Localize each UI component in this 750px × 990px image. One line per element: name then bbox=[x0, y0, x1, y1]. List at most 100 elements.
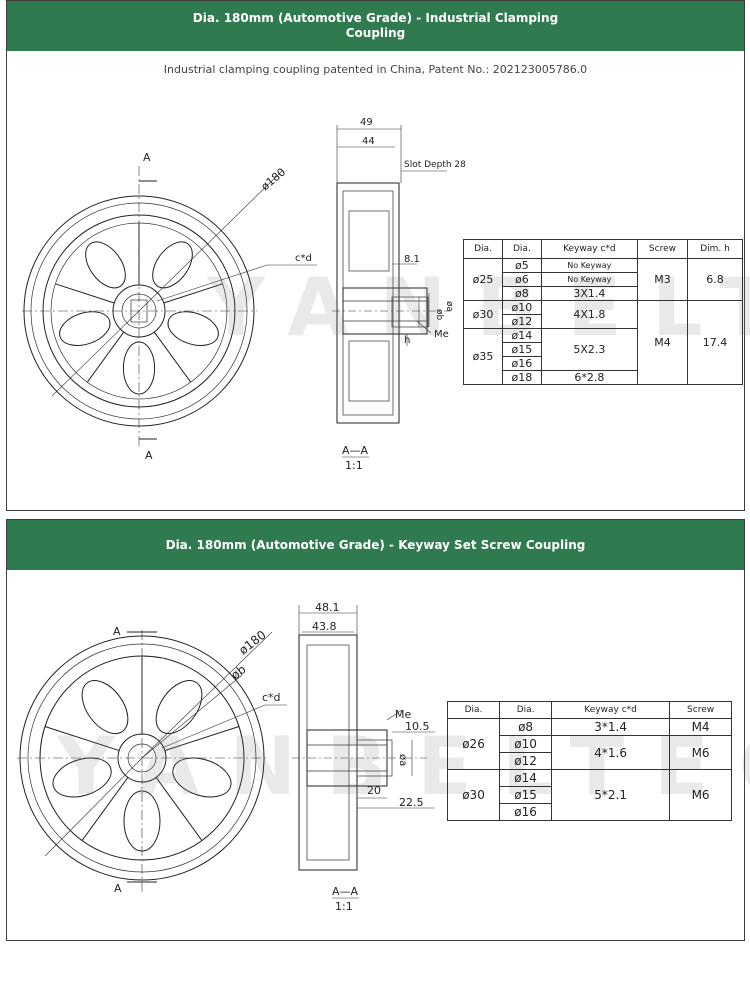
bore-cell: ø6 bbox=[501, 272, 542, 287]
screw-cell: M6 bbox=[669, 769, 732, 821]
panel-title: Dia. 180mm (Automotive Grade) - Keyway S… bbox=[165, 537, 586, 552]
side-section-view bbox=[292, 605, 435, 871]
keyway-cell: 6*2.8 bbox=[540, 370, 638, 385]
section-title: A—A bbox=[342, 444, 369, 457]
spoke-line bbox=[86, 331, 125, 383]
slot-depth-label: Slot Depth 28 bbox=[404, 160, 466, 170]
table-row: ø26 ø8 3*1.4 M4 bbox=[446, 718, 732, 770]
table-row: ø12 bbox=[448, 752, 732, 770]
a-diameter-label: øa bbox=[397, 754, 408, 766]
front-view bbox=[22, 166, 317, 446]
dim-20-label: 20 bbox=[367, 784, 381, 797]
bore-cell: ø8 bbox=[501, 286, 542, 301]
spoke-window bbox=[172, 757, 232, 798]
table-header-row: Dia. Dia. Keyway c*d Screw Dim. h bbox=[463, 239, 743, 259]
bore-cell: ø18 bbox=[501, 370, 542, 385]
bore-cell: ø15 bbox=[501, 342, 542, 357]
spoke-line bbox=[153, 331, 192, 383]
header-dim-h: Dim. h bbox=[687, 239, 743, 259]
section-marker-bottom: A bbox=[145, 449, 153, 462]
h-label: h bbox=[404, 335, 410, 346]
dia-cell: ø35 bbox=[463, 328, 503, 385]
b-diameter-label: øb bbox=[434, 309, 444, 321]
bore-cell: ø14 bbox=[501, 328, 542, 343]
keyway-cell: 3X1.4 bbox=[540, 286, 638, 301]
spoke-window bbox=[81, 680, 129, 735]
screw-cell: M4 bbox=[636, 300, 689, 385]
spoke-window bbox=[59, 311, 111, 346]
clamping-coupling-panel: Dia. 180mm (Automotive Grade) - Industri… bbox=[6, 0, 750, 511]
scale-label: 1:1 bbox=[345, 459, 363, 472]
spoke-line bbox=[81, 777, 129, 841]
diameter-label: ø180 bbox=[236, 628, 268, 658]
me-label: Me bbox=[434, 329, 449, 340]
header-dia: Dia. bbox=[446, 701, 501, 719]
table-row: ø12 bbox=[464, 314, 743, 329]
section-marker-top: A bbox=[143, 151, 151, 164]
scale-label: 1:1 bbox=[335, 900, 353, 913]
header-screw: Screw bbox=[669, 701, 732, 719]
table-row: ø30 ø10 4X1.8 M4 17.4 bbox=[463, 300, 743, 385]
keyway-cell: No Keyway bbox=[540, 258, 638, 273]
dim-8-1-label: 8.1 bbox=[404, 254, 420, 265]
spoke-window bbox=[152, 241, 193, 289]
header-keyway: Keyway c*d bbox=[551, 701, 671, 719]
bore-cell: ø12 bbox=[499, 752, 553, 770]
spoke-line bbox=[164, 726, 240, 752]
keyway-cell: 5*2.1 bbox=[551, 769, 671, 821]
spoke-line bbox=[44, 726, 120, 752]
dim-43-8-label: 43.8 bbox=[312, 620, 337, 633]
panel-banner: Dia. 180mm (Automotive Grade) - Keyway S… bbox=[7, 520, 744, 570]
bore-cell: ø16 bbox=[499, 803, 553, 821]
table-row: ø6 No Keyway bbox=[464, 272, 743, 287]
keyway-cell: 4X1.8 bbox=[540, 300, 638, 329]
table-row: ø16 bbox=[448, 803, 732, 821]
diameter-label: ø180 bbox=[259, 166, 289, 194]
section-marker-bottom: A bbox=[114, 882, 122, 895]
keyway-cell: 3*1.4 bbox=[551, 718, 671, 736]
keyway-cell: 4*1.6 bbox=[551, 735, 671, 770]
spoke-window bbox=[52, 757, 112, 798]
h-cell: 17.4 bbox=[687, 300, 743, 385]
dim-22-5-label: 22.5 bbox=[399, 796, 424, 809]
table-row: ø25 ø5 No Keyway M3 6.8 bbox=[463, 258, 743, 301]
a-diameter-label: øa bbox=[444, 301, 454, 312]
panel-title: Dia. 180mm (Automotive Grade) - Industri… bbox=[192, 11, 559, 40]
me-label: Me bbox=[395, 708, 411, 721]
spoke-line bbox=[55, 283, 115, 304]
spoke-window bbox=[167, 311, 219, 346]
bore-cell: ø12 bbox=[501, 314, 542, 329]
dia-cell: ø25 bbox=[463, 258, 503, 301]
spoke-window bbox=[85, 241, 126, 289]
header-screw: Screw bbox=[636, 239, 689, 259]
dim-49-label: 49 bbox=[360, 117, 373, 128]
screw-cell: M3 bbox=[636, 258, 689, 301]
dia-cell: ø30 bbox=[463, 300, 503, 329]
table-row: ø30 ø14 5*2.1 M6 bbox=[446, 769, 732, 821]
header-bore-dia: Dia. bbox=[501, 239, 542, 259]
table-header-row: Dia. Dia. Keyway c*d Screw bbox=[446, 701, 732, 719]
bore-cell: ø8 bbox=[499, 718, 553, 736]
keyway-spec-table: Dia. Dia. Keyway c*d Screw ø26 ø8 3*1.4 … bbox=[446, 701, 732, 821]
keyway-coupling-drawing: A A ø180 øb c*d 48.1 43.8 Me 10.5 øa bbox=[17, 601, 435, 913]
side-section-view bbox=[332, 125, 447, 424]
bore-cell: ø14 bbox=[499, 769, 553, 787]
spoke-window bbox=[155, 680, 203, 735]
table-row: ø35 ø14 5X2.3 bbox=[463, 328, 743, 385]
dim-44-label: 44 bbox=[362, 136, 375, 147]
section-title: A—A bbox=[332, 885, 359, 898]
dia-cell: ø30 bbox=[446, 769, 501, 821]
clamping-spec-table: Dia. Dia. Keyway c*d Screw Dim. h ø25 ø5… bbox=[463, 239, 743, 385]
table-row: ø10 4*1.6 M6 bbox=[448, 735, 732, 770]
bore-cell: ø10 bbox=[499, 735, 553, 753]
b-diameter-label: øb bbox=[228, 662, 248, 682]
screw-cell: M4 bbox=[669, 718, 732, 736]
keyway-cd-label: c*d bbox=[295, 253, 312, 264]
patent-subtitle: Industrial clamping coupling patented in… bbox=[163, 63, 588, 76]
table-row: ø15 bbox=[464, 342, 743, 357]
keyway-cell: 5X2.3 bbox=[540, 328, 638, 371]
spoke-line bbox=[163, 283, 223, 304]
table-row: ø18 6*2.8 bbox=[464, 370, 743, 385]
bore-cell: ø15 bbox=[499, 786, 553, 804]
dim-10-5-label: 10.5 bbox=[405, 720, 430, 733]
